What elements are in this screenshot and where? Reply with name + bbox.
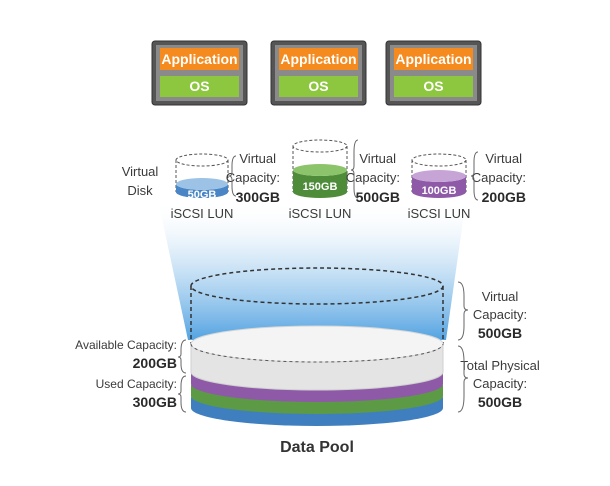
pool-virtual-capacity-label: Virtual [482, 289, 519, 304]
pool-used-value: 300GB [133, 394, 177, 410]
pool-used-label: Used Capacity: [96, 377, 177, 391]
lun-capacity-label: Virtual [359, 151, 396, 166]
lun-capacity-label: Capacity: [226, 170, 280, 185]
lun-capacity-label: Virtual [485, 151, 522, 166]
application-label: Application [161, 51, 237, 67]
os-block [279, 76, 358, 97]
lun-used-label: 100GB [422, 185, 457, 197]
lun-capacity-value: 200GB [482, 189, 526, 205]
virtual-disk-label: Virtual [122, 164, 159, 179]
pool-virtual-capacity-label: Capacity: [473, 307, 527, 322]
lun-used-label: 50GB [188, 189, 217, 201]
pool-total-physical-label: Capacity: [473, 376, 527, 391]
mapping-beam [158, 200, 466, 340]
application-block [160, 48, 239, 70]
virtual-disk-label: Disk [127, 183, 153, 198]
iscsi-lun-2: 150GB iSCSI LUN [289, 139, 352, 221]
server-box-1: Application OS [151, 40, 248, 106]
pool-virtual-capacity-value: 500GB [478, 325, 522, 341]
application-block [394, 48, 473, 70]
server-box-3: Application OS [385, 40, 482, 106]
pool-total-physical-label: Total Physical [460, 358, 540, 373]
lun-capacity-value: 500GB [356, 189, 400, 205]
os-label: OS [308, 78, 328, 94]
application-block [279, 48, 358, 70]
lun-capacity-label: Capacity: [346, 170, 400, 185]
lun-used-label: 150GB [303, 181, 338, 193]
pool-title: Data Pool [280, 439, 354, 456]
pool-total-physical-value: 500GB [478, 394, 522, 410]
lun-capacity-label: Virtual [239, 151, 276, 166]
iscsi-lun-3: 100GB iSCSI LUN [408, 153, 471, 221]
application-label: Application [395, 51, 471, 67]
lun-name: iSCSI LUN [408, 206, 471, 221]
os-block [160, 76, 239, 97]
application-label: Application [280, 51, 356, 67]
lun-capacity-value: 300GB [236, 189, 280, 205]
lun-name: iSCSI LUN [171, 206, 234, 221]
os-label: OS [189, 78, 209, 94]
data-pool-cylinder [190, 267, 444, 426]
lun-capacity-label: Capacity: [472, 170, 526, 185]
os-label: OS [423, 78, 443, 94]
lun-name: iSCSI LUN [289, 206, 352, 221]
iscsi-lun-1: 50GB iSCSI LUN [171, 153, 234, 221]
pool-available-label: Available Capacity: [75, 338, 177, 352]
pool-available-value: 200GB [133, 355, 177, 371]
os-block [394, 76, 473, 97]
server-box-2: Application OS [270, 40, 367, 106]
